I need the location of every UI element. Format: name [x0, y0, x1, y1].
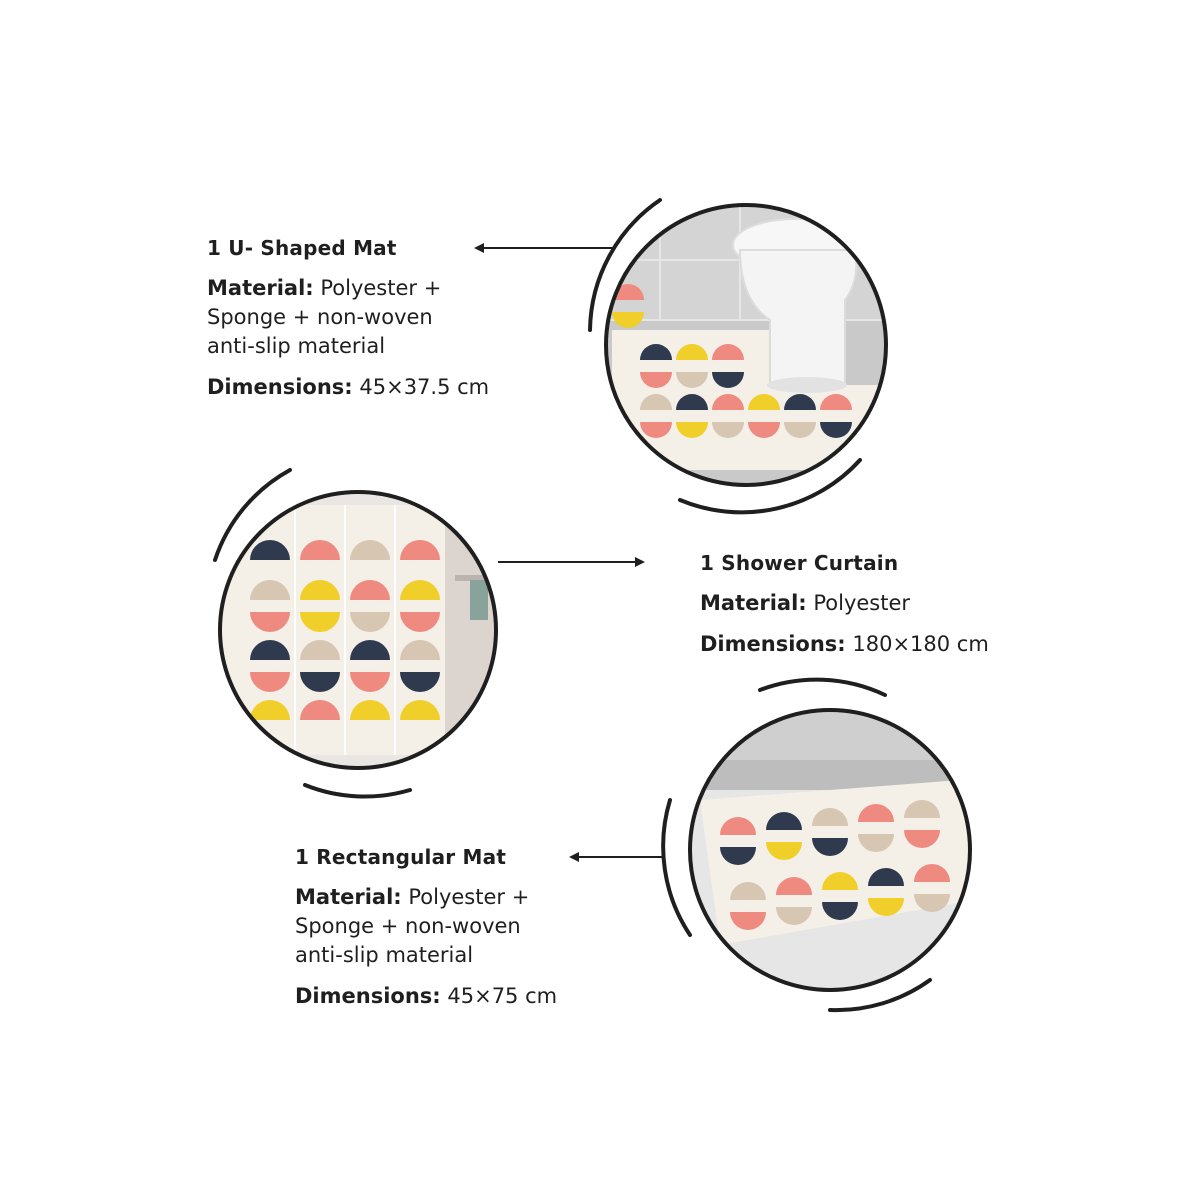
u-mat-title: 1 U- Shaped Mat — [207, 236, 397, 260]
material-value-line-3: anti-slip material — [207, 334, 386, 358]
material-value-line-2: Sponge + non-woven — [207, 305, 433, 329]
curtain-pattern-tiles — [250, 540, 440, 720]
material-value-line-1: Polyester + — [320, 276, 442, 300]
material-value-line-3: anti-slip material — [295, 943, 474, 967]
dimensions-label: Dimensions: — [700, 632, 846, 656]
u-mat-details: 1 U- Shaped Mat Material: Polyester + Sp… — [207, 236, 507, 402]
frame-ring-2 — [213, 468, 498, 799]
shower-curtain-dimensions: Dimensions: 180×180 cm — [700, 630, 1020, 659]
rect-mat-dimensions: Dimensions: 45×75 cm — [295, 982, 625, 1011]
dimensions-value: 45×75 cm — [447, 984, 558, 1008]
u-mat-dimensions: Dimensions: 45×37.5 cm — [207, 373, 507, 402]
dimensions-label: Dimensions: — [207, 375, 353, 399]
toilet-with-u-mat-image — [606, 205, 886, 485]
frame-ring-1 — [588, 198, 888, 515]
dimensions-value: 45×37.5 cm — [359, 375, 490, 399]
dimensions-label: Dimensions: — [295, 984, 441, 1008]
rect-mat-details: 1 Rectangular Mat Material: Polyester + … — [295, 845, 625, 1011]
material-label: Material: — [295, 885, 402, 909]
material-label: Material: — [207, 276, 314, 300]
rect-mat-material: Material: Polyester + — [295, 883, 625, 912]
rect-mat-title: 1 Rectangular Mat — [295, 845, 507, 869]
mat-pattern-tiles — [612, 284, 852, 438]
material-value-line-2: Sponge + non-woven — [295, 914, 521, 938]
u-mat-material: Material: Polyester + — [207, 274, 507, 303]
frame-ring-3 — [661, 677, 972, 1013]
shower-curtain-material: Material: Polyester — [700, 589, 1020, 618]
shower-curtain-title: 1 Shower Curtain — [700, 551, 899, 575]
shower-curtain-image — [220, 492, 496, 768]
rectangular-mat-image — [690, 710, 970, 990]
dimensions-value: 180×180 cm — [852, 632, 989, 656]
material-label: Material: — [700, 591, 807, 615]
material-value-line-1: Polyester + — [408, 885, 530, 909]
rect-mat-pattern-tiles — [720, 800, 950, 930]
material-value-line-1: Polyester — [813, 591, 911, 615]
shower-curtain-details: 1 Shower Curtain Material: Polyester Dim… — [700, 551, 1020, 659]
